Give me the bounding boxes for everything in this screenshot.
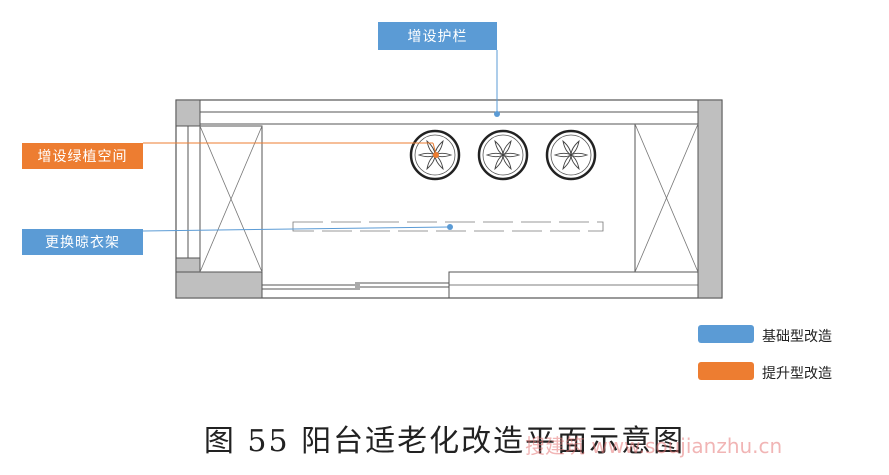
balcony-outline xyxy=(175,99,723,299)
plant-pot xyxy=(477,129,529,181)
leader-greenery-dot xyxy=(433,152,439,158)
cabinet-left xyxy=(199,125,263,273)
label-replace-drying-rack: 更换晾衣架 xyxy=(22,229,143,255)
legend-swatch-upgrade xyxy=(698,362,754,380)
leader-railing-dot xyxy=(494,111,500,117)
legend-label-upgrade: 提升型改造 xyxy=(762,366,832,382)
wall-column-right xyxy=(697,99,723,299)
wall-column-left-top xyxy=(175,99,201,127)
cabinet-right-cross xyxy=(634,123,699,273)
wall-left-bottom-return xyxy=(175,271,263,299)
cabinet-left-cross xyxy=(199,125,263,273)
leader-drying-rack-dot xyxy=(447,224,453,230)
plant-pot xyxy=(545,129,597,181)
watermark: 搜建筑 www.soujianzhu.cn xyxy=(525,434,783,458)
label-add-greenery: 增设绿植空间 xyxy=(22,143,143,169)
legend-swatch-basic xyxy=(698,325,754,343)
legend-label-basic: 基础型改造 xyxy=(762,329,832,345)
drying-rack xyxy=(292,221,604,232)
figure-caption: 图 55 阳台适老化改造平面示意图 xyxy=(203,424,686,459)
label-add-railing: 增设护栏 xyxy=(378,22,497,50)
leader-drying-rack xyxy=(142,226,450,232)
